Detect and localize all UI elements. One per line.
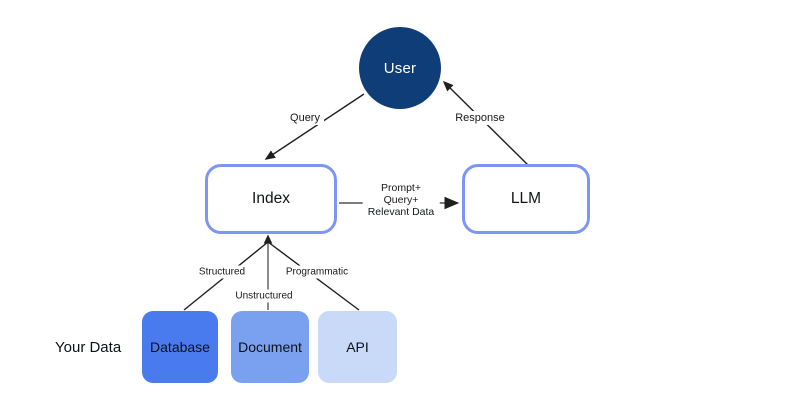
query-edge-label: Query	[286, 111, 324, 125]
llm-node: LLM	[462, 164, 590, 234]
user-node-label: User	[383, 59, 417, 77]
user-node: User	[359, 27, 441, 109]
prompt-edge-label-line1: Prompt+	[381, 182, 421, 194]
unstructured-edge-label: Unstructured	[231, 289, 297, 303]
api-node: API	[318, 311, 397, 383]
document-node-label: Document	[238, 339, 302, 355]
into-index-arrowhead-icon	[263, 234, 273, 244]
your-data-label: Your Data	[55, 339, 122, 356]
database-node: Database	[142, 311, 218, 383]
api-node-label: API	[346, 339, 369, 355]
index-node: Index	[205, 164, 337, 234]
structured-edge-label: Structured	[194, 265, 250, 279]
index-node-label: Index	[252, 190, 290, 207]
prompt-edge-label-line3: Relevant Data	[367, 206, 435, 218]
query-arrow	[264, 93, 365, 160]
prompt-edge-label-line2: Query+	[383, 194, 419, 206]
database-node-label: Database	[150, 339, 210, 355]
llm-node-label: LLM	[510, 190, 542, 207]
programmatic-edge-label: Programmatic	[281, 265, 353, 279]
prompt-edge-label: Prompt+ Query+ Relevant Data	[362, 180, 440, 220]
response-edge-label: Response	[451, 111, 509, 125]
document-node: Document	[231, 311, 309, 383]
